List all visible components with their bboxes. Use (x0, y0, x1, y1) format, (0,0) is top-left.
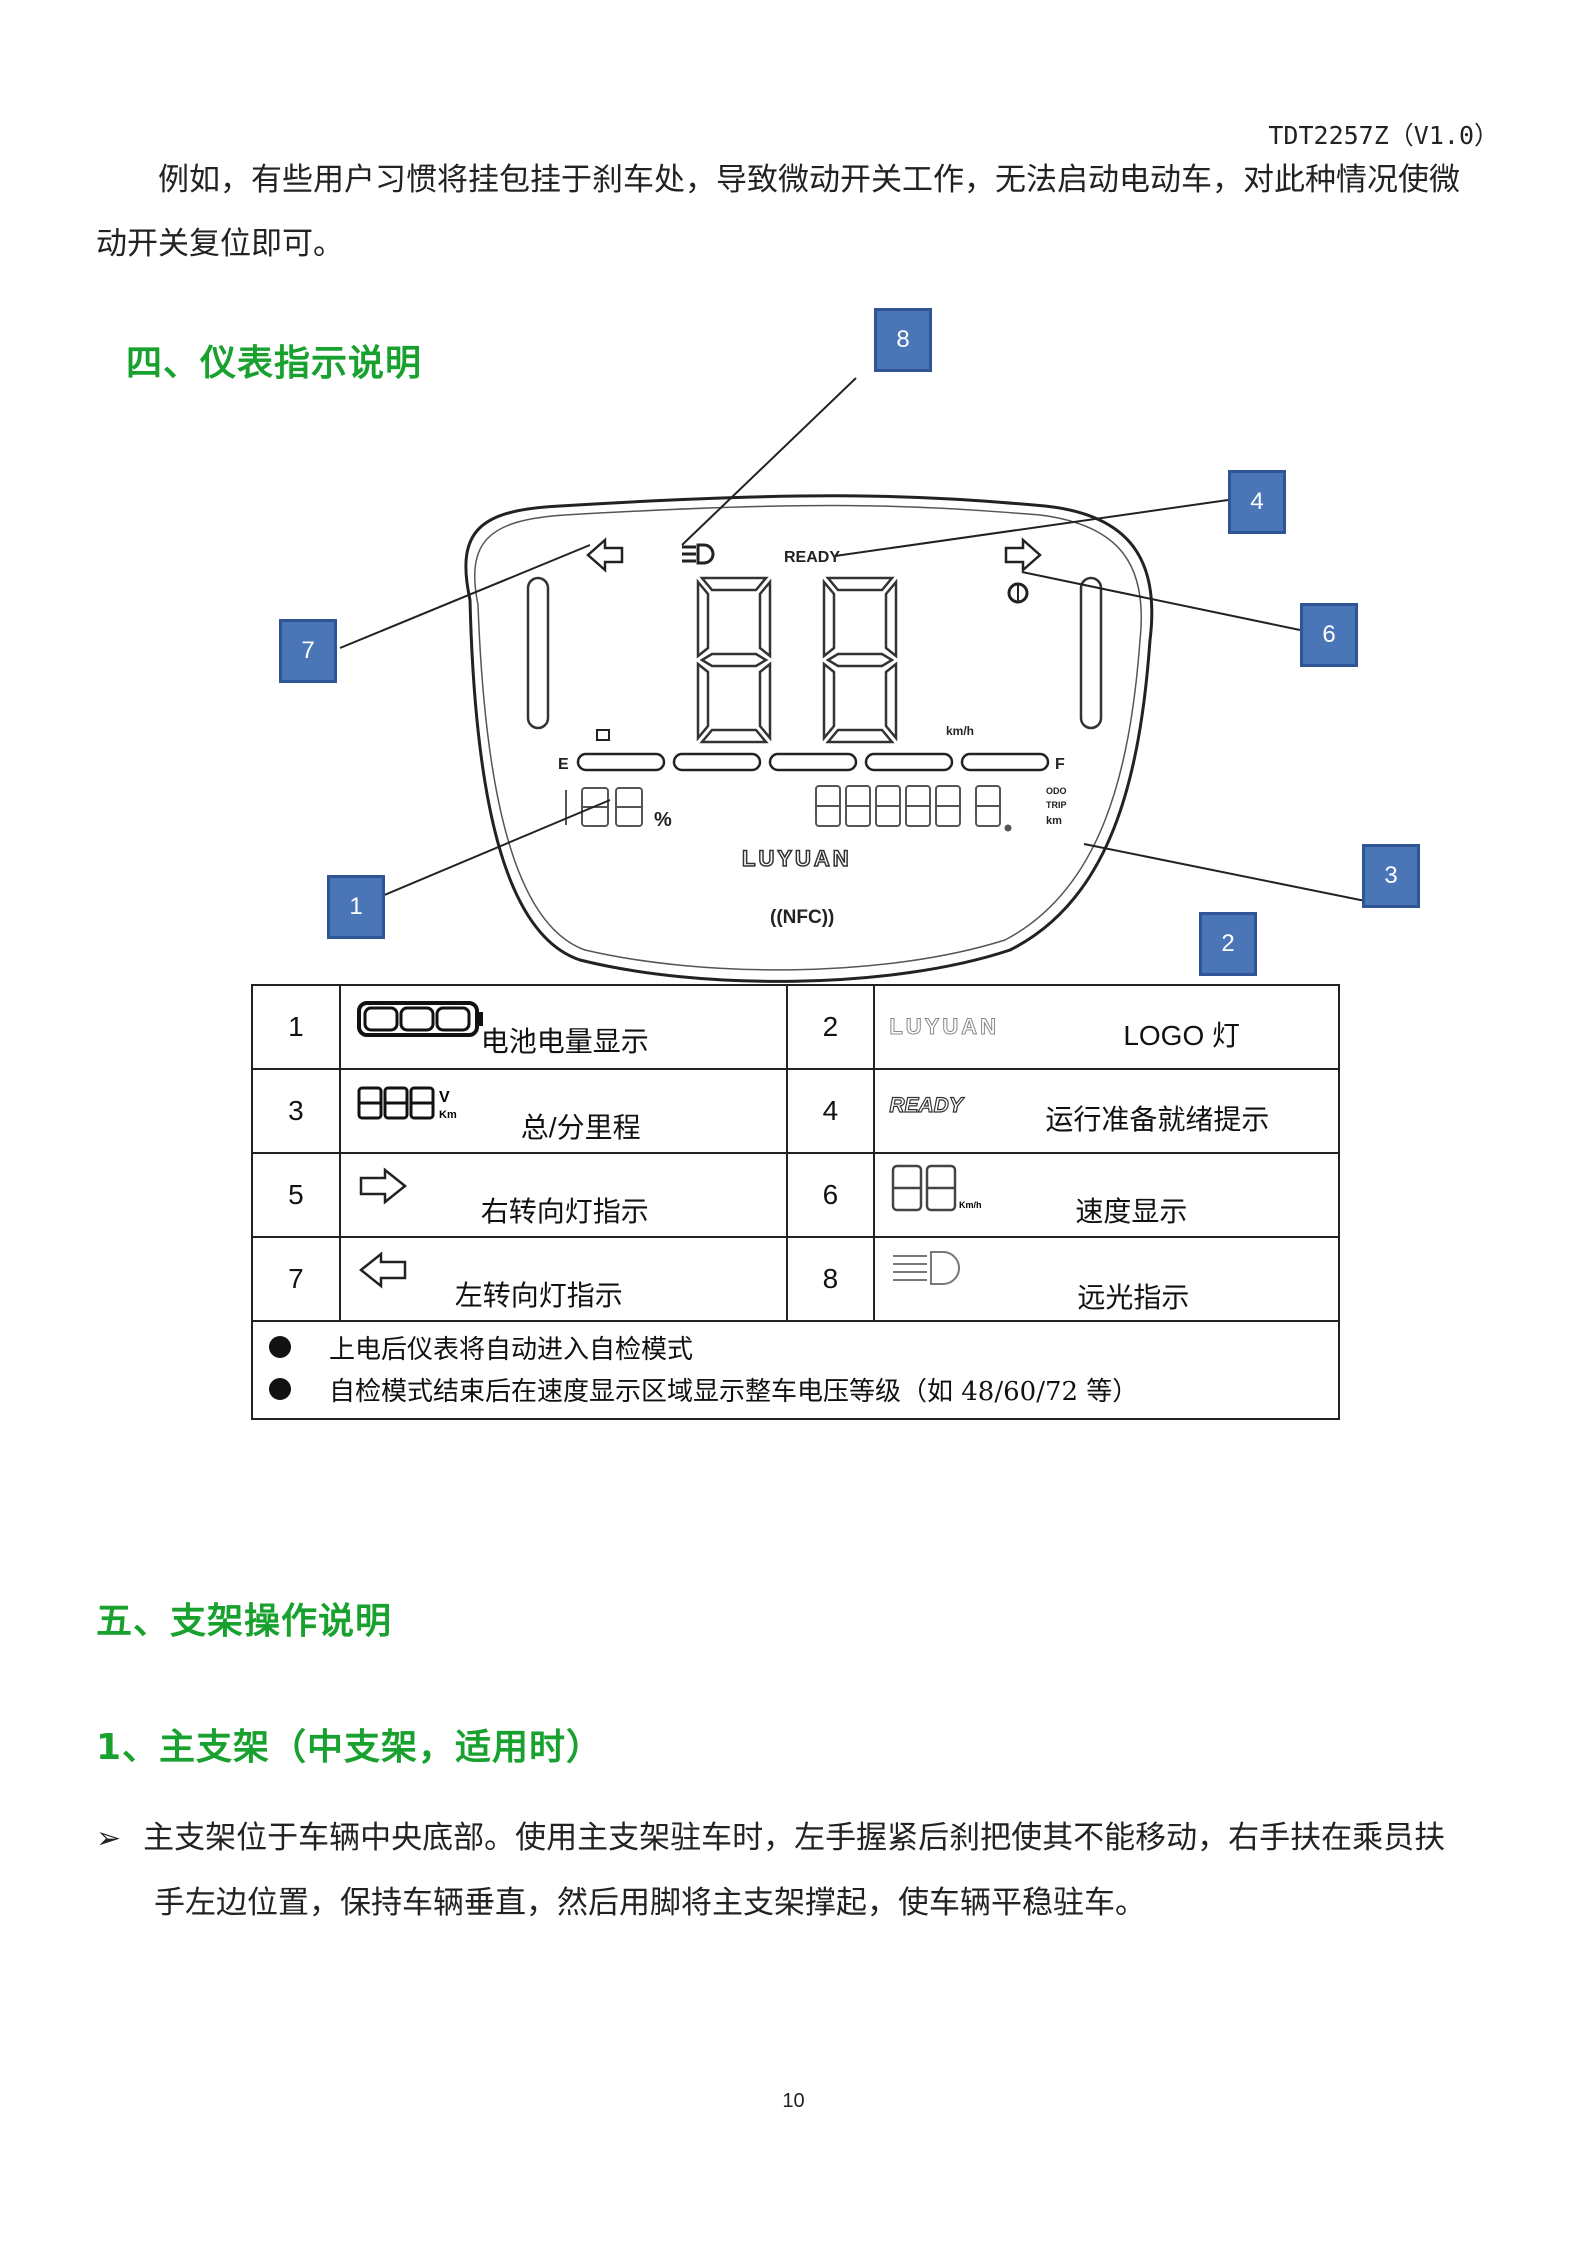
odometer-icon: V Km (357, 1086, 457, 1121)
battery-segments (576, 752, 1050, 772)
percent-digits (565, 787, 643, 827)
note-text: 上电后仪表将自动进入自检模式 (329, 1334, 694, 1365)
bullet-icon (269, 1336, 291, 1358)
callout-8: 8 (874, 308, 932, 372)
ready-indicator: READY (784, 549, 840, 566)
left-turn-arrow-icon (358, 1251, 407, 1289)
speed-digits (696, 576, 898, 744)
indicator-legend-table: 1 电池电量显示 2 LUYUAN LOGO 灯 3 (251, 984, 1340, 1420)
high-beam-icon (682, 543, 715, 565)
right-side-bar (1079, 576, 1103, 730)
legend-label: 运行准备就绪提示 (1045, 1104, 1270, 1135)
legend-label: 左转向灯指示 (454, 1280, 623, 1311)
empty-label: E (558, 756, 569, 773)
legend-number: 4 (785, 1068, 876, 1154)
callout-leaders (339, 377, 1391, 907)
left-turn-arrow-icon (586, 537, 624, 573)
luyuan-logo: LUYUAN (742, 846, 852, 871)
speed-display-icon: Km/h (892, 1164, 982, 1212)
legend-number: 6 (785, 1152, 876, 1238)
legend-number: 3 (251, 1068, 341, 1154)
legend-row: 5 右转向灯指示 6 Km/h 速度显示 (251, 1152, 1340, 1238)
bullet-icon (269, 1378, 291, 1400)
callout-7: 7 (279, 619, 337, 683)
callout-2: 2 (1199, 912, 1257, 976)
svg-text:Km/h: Km/h (959, 1200, 982, 1210)
intro-line-1: 例如，有些用户习惯将挂包挂于刹车处，导致微动开关工作，无法启动电动车，对此种情况… (158, 162, 1460, 198)
legend-label: 电池电量显示 (480, 1026, 649, 1057)
legend-notes-row: 上电后仪表将自动进入自检模式 自检模式结束后在速度显示区域显示整车电压等级（如 … (251, 1320, 1340, 1420)
high-beam-icon (893, 1251, 961, 1285)
legend-number: 8 (785, 1236, 876, 1322)
km-label: km (1046, 815, 1062, 827)
trip-label: TRIP (1046, 800, 1067, 810)
legend-number: 2 (785, 984, 876, 1070)
intro-line-2: 动开关复位即可。 (96, 226, 344, 262)
full-label: F (1055, 756, 1065, 773)
luyuan-logo-icon: LUYUAN (889, 1014, 999, 1040)
dashboard-outline (464, 494, 1154, 983)
speed-unit-label: km/h (946, 724, 974, 738)
callout-4: 4 (1228, 470, 1286, 534)
main-stand-line-1: 主支架位于车辆中央底部。使用主支架驻车时，左手握紧后刹把使其不能移动，右手扶在乘… (143, 1820, 1446, 1856)
legend-row: 7 左转向灯指示 8 远光指示 (251, 1236, 1340, 1322)
legend-row: 3 V Km 总/分里程 4 READY 运行准备就绪提示 (251, 1068, 1340, 1154)
legend-label: 右转向灯指示 (480, 1196, 649, 1227)
legend-number: 5 (251, 1152, 341, 1238)
nfc-label: ((NFC)) (770, 907, 834, 928)
section-5-heading: 五、支架操作说明 (96, 1601, 393, 1642)
section-4-heading: 四、仪表指示说明 (126, 343, 423, 384)
left-side-bar (526, 576, 550, 730)
page-number: 10 (782, 2090, 805, 2112)
battery-icon (356, 1001, 483, 1037)
legend-number: 1 (251, 984, 341, 1070)
callout-6: 6 (1300, 603, 1358, 667)
section-5-1-heading: 1、主支架（中支架，适用时） (96, 1727, 604, 1768)
dashboard-diagram: READY km/h E F (339, 377, 1391, 983)
arrow-bullet-icon: ➢ (96, 1821, 122, 1856)
ready-icon: READY (889, 1093, 964, 1117)
legend-number: 7 (251, 1236, 341, 1322)
battery-small-icon (596, 729, 610, 741)
legend-label: 速度显示 (1075, 1196, 1188, 1227)
legend-label: 远光指示 (1077, 1282, 1190, 1313)
note-item: 自检模式结束后在速度显示区域显示整车电压等级（如 48/60/72 等） (253, 1368, 1338, 1410)
main-stand-line-2: 手左边位置，保持车辆垂直，然后用脚将主支架撑起，使车辆平稳驻车。 (154, 1885, 1146, 1921)
callout-3: 3 (1362, 844, 1420, 908)
legend-label: 总/分里程 (520, 1112, 641, 1143)
main-stand-paragraph: ➢ 主支架位于车辆中央底部。使用主支架驻车时，左手握紧后刹把使其不能移动，右手扶在… (96, 1806, 1496, 1935)
legend-label: LOGO 灯 (1123, 1020, 1241, 1051)
odo-label: ODO (1046, 786, 1067, 796)
svg-text:V: V (439, 1089, 450, 1106)
right-turn-arrow-icon (359, 1167, 407, 1205)
odometer-digits (815, 785, 1012, 832)
percent-sign: % (654, 809, 672, 831)
parking-icon (1007, 582, 1029, 604)
intro-paragraph: 例如，有些用户习惯将挂包挂于刹车处，导致微动开关工作，无法启动电动车，对此种情况… (96, 148, 1496, 276)
document-id: TDT2257Z（V1.0） (1268, 121, 1499, 150)
right-turn-arrow-icon (1004, 537, 1042, 573)
callout-1: 1 (327, 875, 385, 939)
note-text: 自检模式结束后在速度显示区域显示整车电压等级（如 48/60/72 等） (329, 1376, 1139, 1407)
note-item: 上电后仪表将自动进入自检模式 (253, 1326, 1338, 1368)
svg-text:Km: Km (439, 1109, 457, 1121)
legend-row: 1 电池电量显示 2 LUYUAN LOGO 灯 (251, 984, 1340, 1070)
